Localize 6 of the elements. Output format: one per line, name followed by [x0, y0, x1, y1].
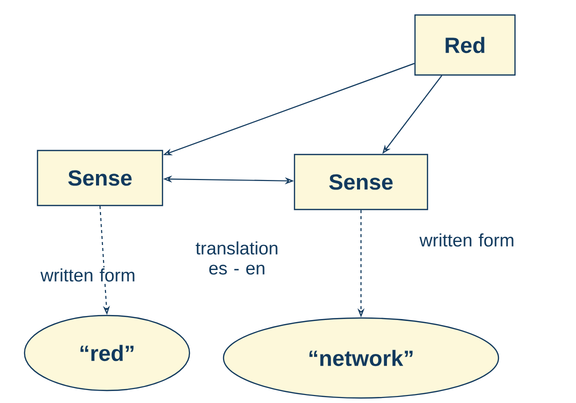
edge-label: translation es - en	[196, 241, 278, 275]
edge-label: written form	[419, 233, 514, 247]
concept-box: Sense	[294, 154, 428, 210]
edge-label: written form	[40, 268, 134, 282]
concept-box: Sense	[36, 150, 164, 206]
concept-box: Red	[414, 14, 516, 76]
